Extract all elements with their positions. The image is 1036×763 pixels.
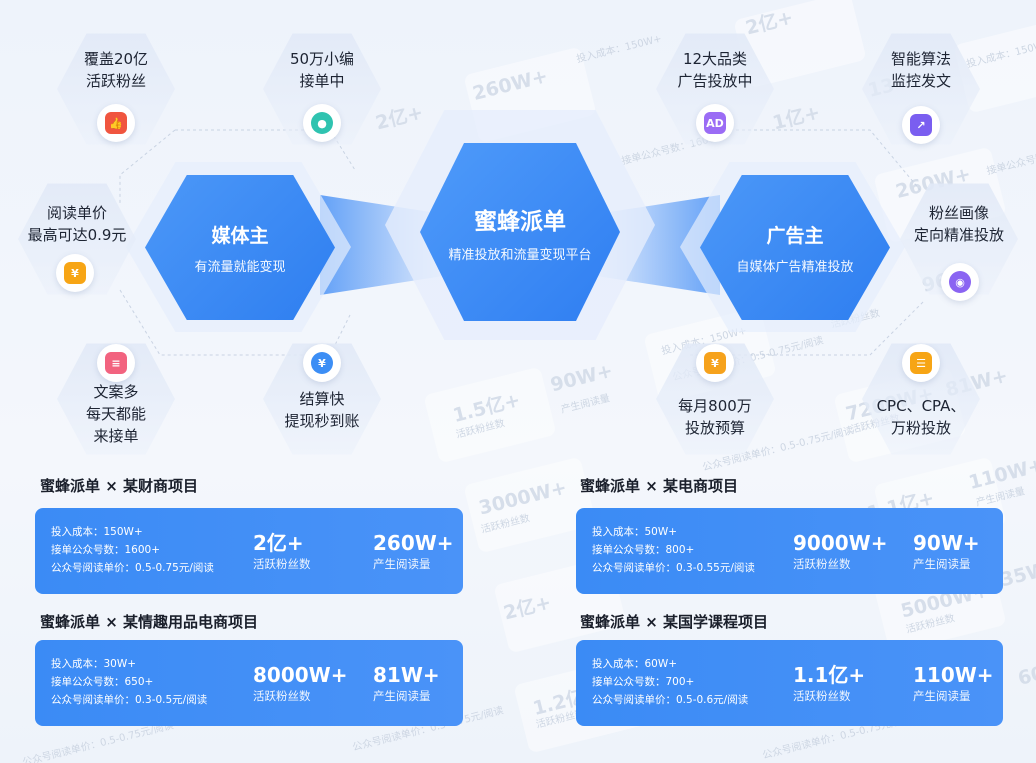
- project-price: 公众号阅读单价：0.5-0.75元/阅读: [51, 562, 214, 574]
- feature-line: 50万小编: [289, 50, 355, 68]
- project-price: 公众号阅读单价：0.3-0.55元/阅读: [592, 562, 755, 574]
- feature-line: 提现秒到账: [284, 412, 360, 430]
- project-fans-label: 活跃粉丝数: [253, 689, 311, 703]
- feature-line: 文案多: [93, 383, 139, 401]
- media-owner-title: 媒体主: [211, 224, 269, 247]
- project-cost: 投入成本：30W+: [51, 658, 137, 670]
- layers-icon: ☰: [910, 352, 932, 374]
- project-title: 蜜蜂派单 × 某财商项目: [40, 477, 199, 495]
- feature-daily-copy: ≡ 文案多每天都能来接单: [57, 340, 175, 458]
- project-reads-value: 110W+: [913, 663, 994, 687]
- wallet-icon: ¥: [704, 352, 726, 374]
- project-card[interactable]: 投入成本：50W+ 接单公众号数：800+ 公众号阅读单价：0.3-0.55元/…: [576, 508, 1003, 594]
- project-reads-label: 产生阅读量: [913, 689, 971, 703]
- project-accounts: 接单公众号数：800+: [592, 544, 695, 556]
- coin-icon: ¥: [311, 352, 333, 374]
- feature-line: 结算快: [299, 390, 345, 408]
- project-fans-value: 8000W+: [253, 663, 348, 687]
- feature-line: CPC、CPA、: [876, 397, 966, 415]
- project-fans-value: 1.1亿+: [793, 663, 866, 687]
- project-reads-label: 产生阅读量: [913, 557, 971, 571]
- center-title: 蜜蜂派单: [474, 208, 566, 235]
- center-subtitle: 精准投放和流量变现平台: [448, 247, 592, 263]
- project-fans-label: 活跃粉丝数: [793, 557, 851, 571]
- feature-line: 投放预算: [684, 419, 745, 437]
- feature-line: 最高可达0.9元: [27, 226, 127, 244]
- feature-categories: 12大品类广告投放中 AD: [656, 30, 774, 148]
- feature-line: 阅读单价: [46, 204, 107, 222]
- project-fans-value: 9000W+: [793, 531, 888, 555]
- project-reads-value: 81W+: [373, 663, 440, 687]
- feature-line: 广告投放中: [677, 72, 753, 90]
- ad-icon: AD: [704, 112, 726, 134]
- feature-line: 万粉投放: [890, 419, 951, 437]
- project-price: 公众号阅读单价：0.3-0.5元/阅读: [51, 694, 208, 706]
- document-icon: ≡: [105, 352, 127, 374]
- feature-line: 每天都能: [85, 405, 146, 423]
- center-hex[interactable]: 蜜蜂派单 精准投放和流量变现平台: [420, 143, 620, 321]
- feature-fans-coverage: 覆盖20亿活跃粉丝 👍: [57, 30, 175, 148]
- chart-trend-icon: ↗: [910, 114, 932, 136]
- project-card[interactable]: 投入成本：60W+ 接单公众号数：700+ 公众号阅读单价：0.5-0.6元/阅…: [576, 640, 1003, 726]
- feature-editors: 50万小编接单中 ●: [263, 30, 381, 148]
- project-reads-value: 90W+: [913, 531, 980, 555]
- project-card[interactable]: 投入成本：30W+ 接单公众号数：650+ 公众号阅读单价：0.3-0.5元/阅…: [35, 640, 463, 726]
- project-reads-label: 产生阅读量: [373, 557, 431, 571]
- project-cost: 投入成本：150W+: [51, 526, 143, 538]
- project-cost: 投入成本：50W+: [592, 526, 678, 538]
- feature-line: 12大品类: [682, 50, 748, 68]
- feature-line: 活跃粉丝: [85, 72, 146, 90]
- feature-line: 定向精准投放: [913, 226, 1004, 244]
- feature-read-price: 阅读单价最高可达0.9元 ¥: [18, 180, 136, 298]
- project-title: 蜜蜂派单 × 某国学课程项目: [580, 613, 769, 631]
- feature-fan-profile: 粉丝画像定向精准投放 ◉: [900, 180, 1018, 301]
- project-price: 公众号阅读单价：0.5-0.6元/阅读: [592, 694, 749, 706]
- feature-cpc-cpa: ☰ CPC、CPA、万粉投放: [862, 340, 980, 458]
- feature-smart-algorithm: 智能算法监控发文 ↗: [862, 30, 980, 148]
- coupon-icon: ¥: [64, 262, 86, 284]
- media-owner-hex[interactable]: 媒体主 有流量就能变现: [145, 175, 335, 320]
- camera-icon: ◉: [949, 271, 971, 293]
- project-title: 蜜蜂派单 × 某情趣用品电商项目: [40, 613, 259, 631]
- media-owner-subtitle: 有流量就能变现: [194, 259, 286, 275]
- project-accounts: 接单公众号数：700+: [592, 676, 695, 688]
- feature-line: 监控发文: [890, 72, 951, 90]
- project-cost: 投入成本：60W+: [592, 658, 678, 670]
- feature-fast-settlement: ¥ 结算快提现秒到账: [263, 340, 381, 458]
- project-fans-label: 活跃粉丝数: [253, 557, 311, 571]
- advertiser-hex[interactable]: 广告主 自媒体广告精准投放: [700, 175, 890, 320]
- thumbs-up-icon: 👍: [105, 112, 127, 134]
- feature-line: 粉丝画像: [928, 204, 989, 222]
- user-icon: ●: [311, 112, 333, 134]
- project-reads-label: 产生阅读量: [373, 689, 431, 703]
- project-reads-value: 260W+: [373, 531, 454, 555]
- project-fans-value: 2亿+: [253, 531, 304, 555]
- project-title: 蜜蜂派单 × 某电商项目: [580, 477, 739, 495]
- feature-line: 每月800万: [678, 397, 752, 415]
- advertiser-subtitle: 自媒体广告精准投放: [736, 259, 854, 275]
- feature-line: 智能算法: [890, 50, 951, 68]
- feature-monthly-budget: ¥ 每月800万投放预算: [656, 340, 774, 458]
- feature-line: 覆盖20亿: [83, 50, 149, 68]
- feature-line: 接单中: [299, 72, 345, 90]
- advertiser-title: 广告主: [766, 224, 824, 247]
- project-card[interactable]: 投入成本：150W+ 接单公众号数：1600+ 公众号阅读单价：0.5-0.75…: [35, 508, 463, 594]
- project-accounts: 接单公众号数：1600+: [51, 544, 161, 556]
- project-fans-label: 活跃粉丝数: [793, 689, 851, 703]
- feature-line: 来接单: [93, 427, 139, 445]
- project-accounts: 接单公众号数：650+: [51, 676, 154, 688]
